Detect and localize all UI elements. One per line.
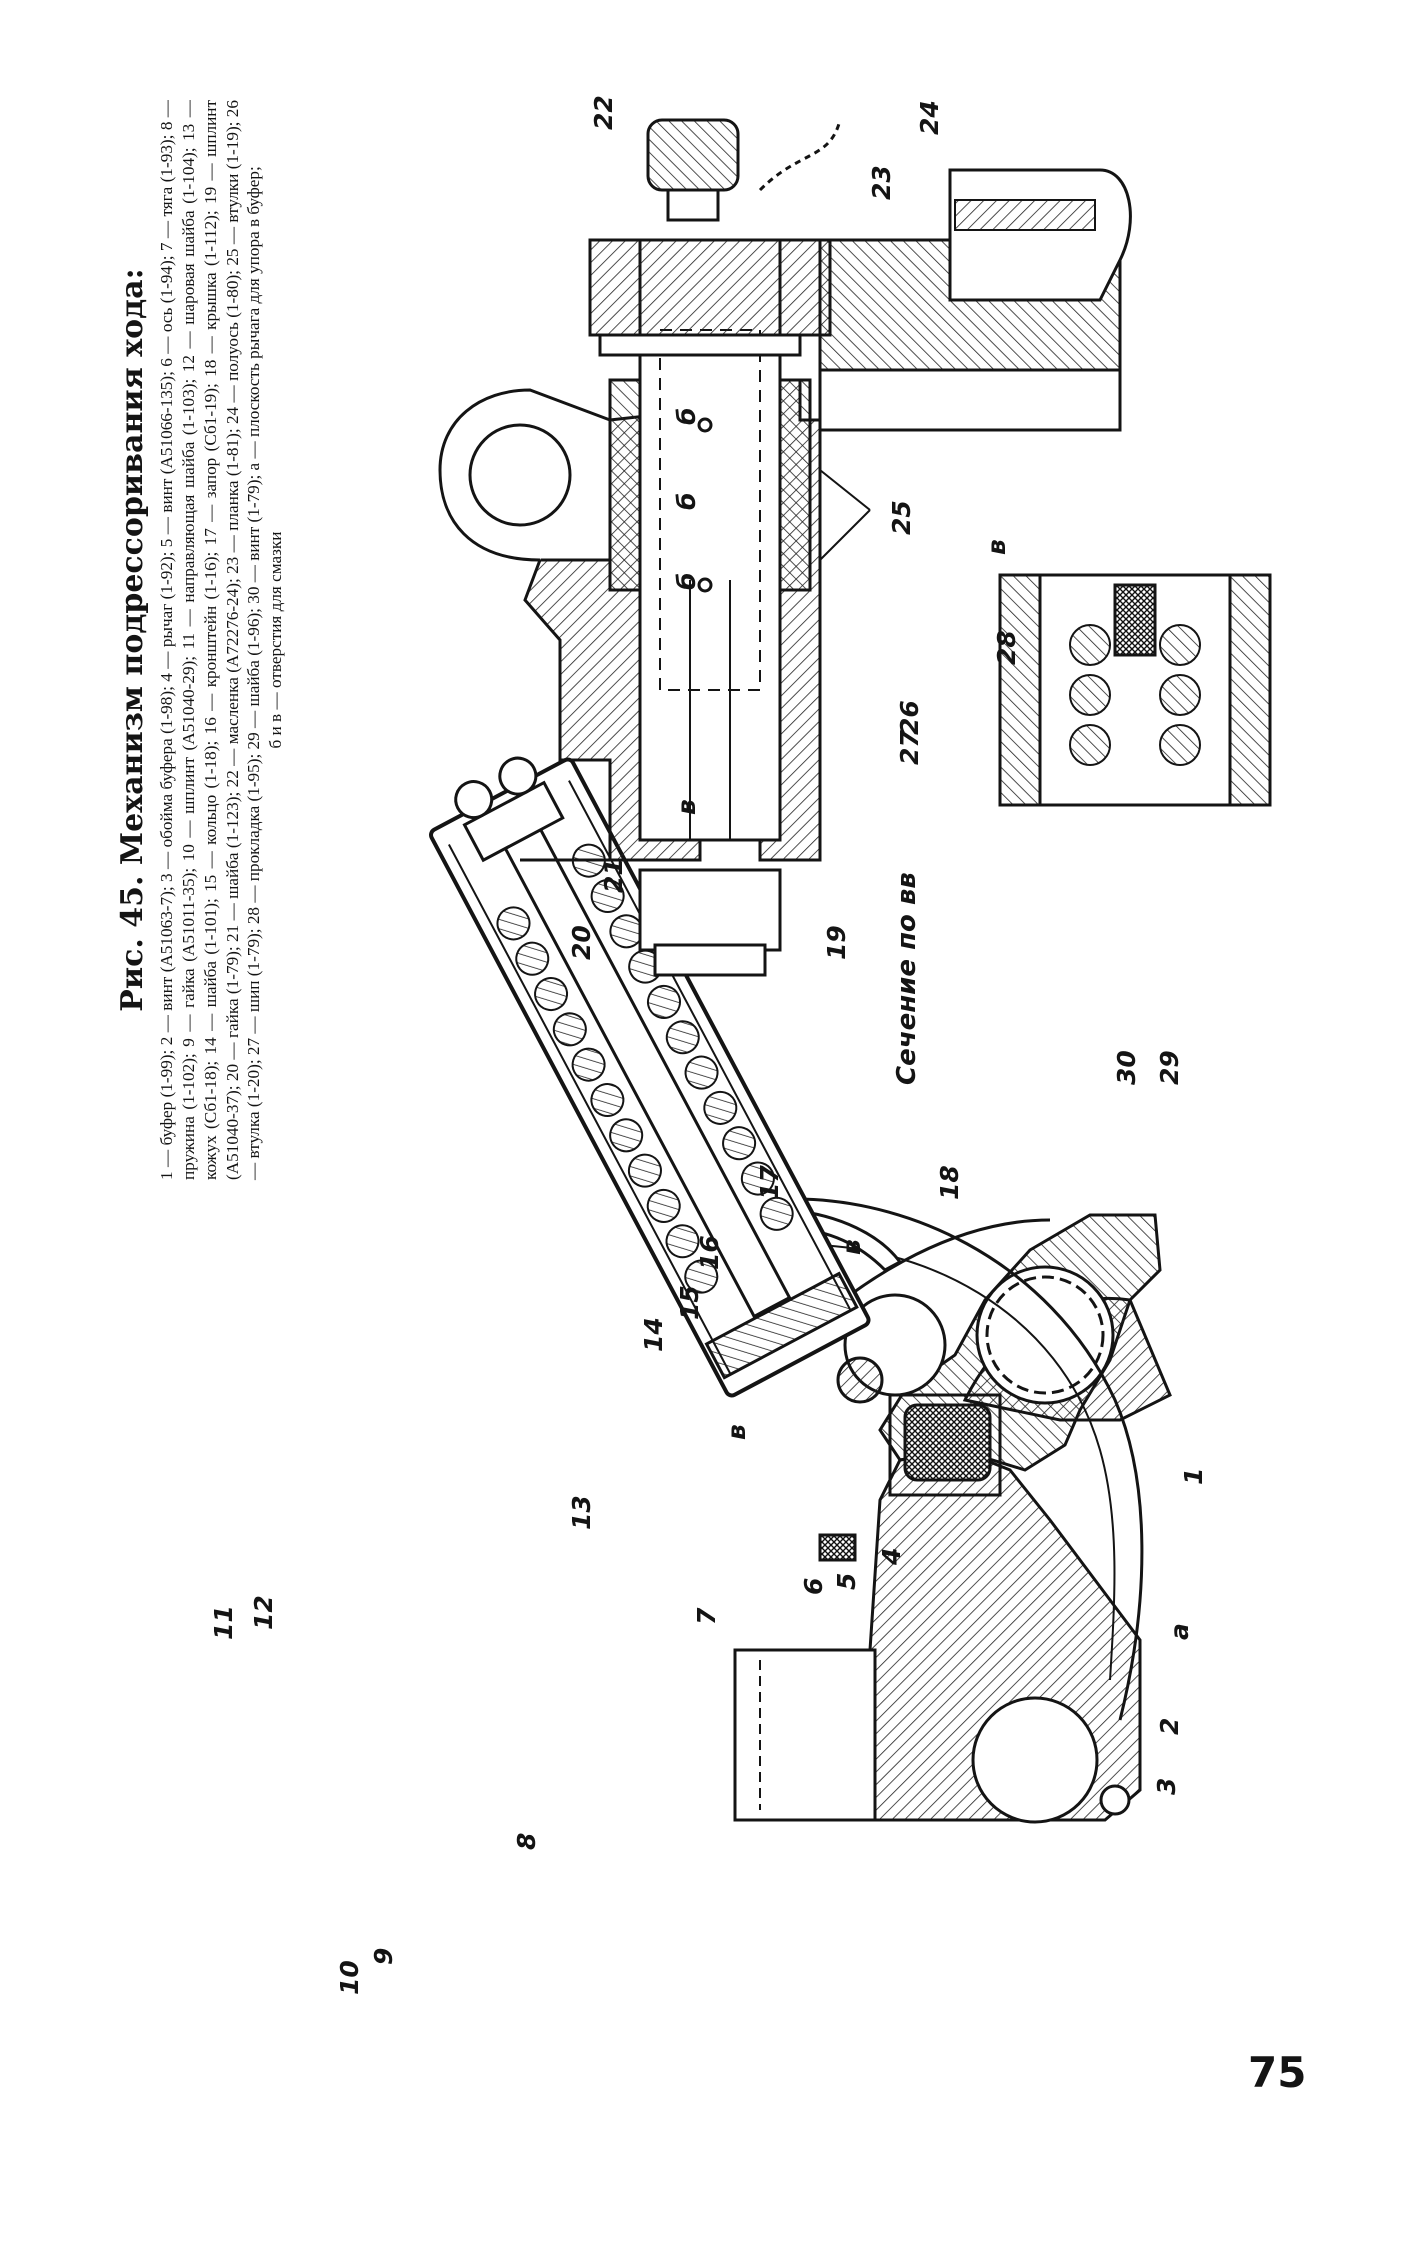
grease-cap [646,118,740,192]
label-5: 5 [832,1573,861,1590]
label-7: 7 [692,1607,721,1625]
label-15: 15 [675,1285,704,1320]
section-label: Сечение по вв [892,872,922,1085]
bushing-25b [778,378,812,592]
page-number: 75 [1248,2048,1307,2097]
label-4: 4 [877,1548,906,1566]
label-30: 30 [1112,1050,1141,1085]
part-labels: 1 2 3 4 5 6 7 8 9 10 11 12 13 14 15 16 1… [209,95,1208,1995]
label-28: 28 [992,630,1021,665]
label-9: 9 [369,1948,398,1965]
label-v3: в [837,1239,866,1255]
label-23: 23 [867,165,896,200]
label-29: 29 [1155,1050,1184,1085]
base-bore [971,1696,1099,1824]
label-16: 16 [695,1235,724,1270]
left-assembly [429,756,1172,1824]
label-24: 24 [915,100,944,135]
bushing-25a [608,378,642,592]
label-13: 13 [567,1495,596,1530]
label-a: а [1165,1623,1194,1640]
label-20: 20 [567,925,596,960]
label-2: 2 [1155,1718,1184,1735]
label-27: 27 [895,730,924,765]
label-6: 6 [799,1578,828,1595]
label-8: 8 [512,1833,541,1850]
label-22: 22 [589,95,618,130]
half-axle [948,168,1132,302]
label-19: 19 [822,925,851,960]
label-3: 3 [1152,1778,1181,1795]
figure-legend: 1 — буфер (1-99); 2 — винт (А51063-7); 3… [157,100,264,1180]
splined-hole [975,1265,1115,1405]
right-assembly [438,118,1132,977]
label-10: 10 [335,1960,364,1995]
end-nut [638,868,782,952]
label-18: 18 [935,1165,964,1200]
lug-hole [468,423,572,527]
figure-caption: Рис. 45. Механизм подрессоривания хода: … [115,100,415,1180]
label-b3: б [672,573,701,590]
label-12: 12 [249,1595,278,1630]
spring-housing [429,756,871,1398]
label-b2: б [672,493,701,510]
label-17: 17 [755,1165,784,1200]
plate [588,238,832,337]
buffer [903,1403,992,1482]
label-21: 21 [599,858,628,893]
label-25: 25 [887,500,916,535]
pivot-pin [836,1356,884,1404]
label-26: 26 [895,700,924,735]
figure-legend-end: б и в — отверстия для смазки [266,531,286,749]
label-b1: б [672,408,701,425]
label-v1: в [672,799,701,815]
label-v4: в [982,539,1011,555]
section-view [998,573,1272,807]
label-v2: в [722,1424,751,1440]
figure-title: Рис. 45. Механизм подрессоривания хода: [115,268,150,1012]
label-11: 11 [209,1605,238,1640]
spring [496,843,794,1294]
label-1: 1 [1179,1468,1208,1485]
label-14: 14 [639,1317,668,1352]
